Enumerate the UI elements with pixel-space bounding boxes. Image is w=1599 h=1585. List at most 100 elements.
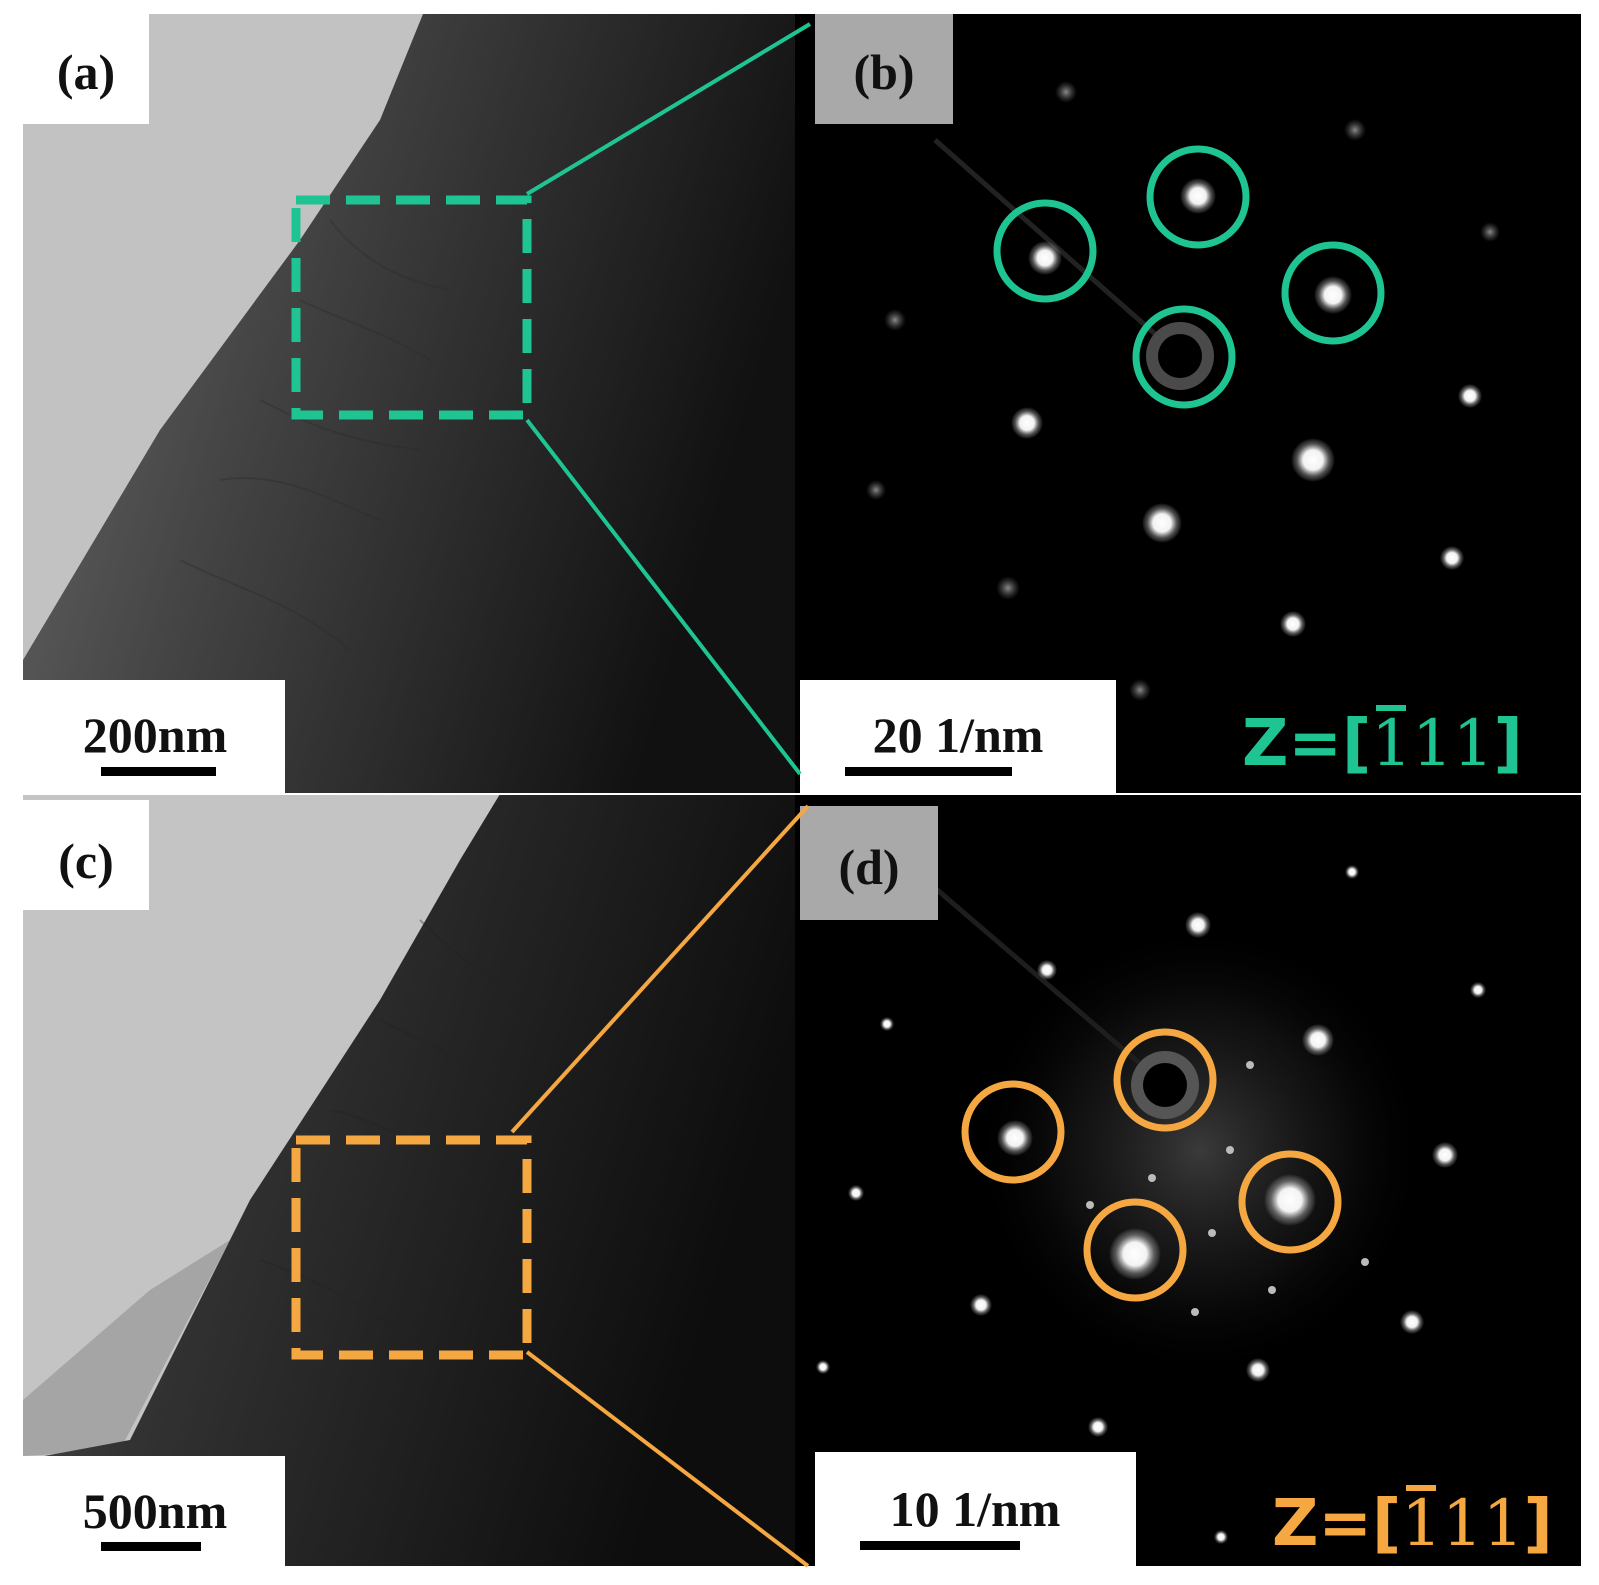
panel-d-diffuse-halo: [970, 920, 1430, 1380]
panel-c-label: (c): [58, 833, 114, 889]
diffraction-spot: [880, 1017, 894, 1031]
diffraction-spot: [1214, 1530, 1228, 1544]
diffraction-spot: [996, 576, 1020, 600]
highlight-circle: [1146, 145, 1250, 249]
zone-axis-suffix: ]: [1523, 1487, 1552, 1561]
panel-c-thin-film: [23, 1240, 230, 1456]
diffraction-spot: [997, 1120, 1033, 1156]
diffraction-spot: [1191, 1308, 1199, 1316]
diffraction-spot: [1246, 1061, 1254, 1069]
panel-b-scale-label: 20 1/nm: [873, 707, 1044, 763]
highlight-circle: [1132, 305, 1236, 409]
panel-d-scale-bar: [860, 1541, 1020, 1550]
diffraction-spot: [1055, 81, 1077, 103]
panel-d-beam-stop: [1143, 1063, 1187, 1107]
diffraction-spot: [1480, 222, 1500, 242]
diffraction-spot: [866, 480, 886, 500]
diffraction-spot: [1314, 276, 1352, 314]
panel-c: (c) 500nm: [23, 794, 795, 1566]
highlight-circle: [961, 1080, 1065, 1184]
diffraction-spot: [1088, 1417, 1108, 1437]
highlight-circle: [1238, 1150, 1342, 1254]
panel-b: (b) 20 1/nm Z=[111]: [795, 14, 1581, 794]
zone-axis-prefix: Z=[: [1272, 1487, 1401, 1561]
panel-c-label-box: [23, 800, 149, 910]
panel-a-label: (a): [57, 44, 115, 100]
diffraction-spot: [1302, 1024, 1334, 1056]
diffraction-spot: [1432, 1142, 1458, 1168]
zone-axis-index-bar: 1: [1401, 1487, 1442, 1561]
panel-c-scale-bar: [101, 1542, 201, 1551]
zone-axis-suffix: ]: [1493, 707, 1522, 781]
diffraction-spot: [1180, 178, 1216, 214]
zone-axis-prefix: Z=[: [1242, 707, 1371, 781]
diffraction-spot: [884, 309, 906, 331]
panel-a-scale-label: 200nm: [83, 707, 227, 763]
diffraction-spot: [1291, 438, 1335, 482]
zone-axis-index-rest: 11: [1412, 707, 1493, 781]
panel-b-label: (b): [853, 44, 914, 100]
diffraction-spot: [1344, 119, 1366, 141]
highlight-circle: [1281, 241, 1385, 345]
panel-d-label-box: [800, 806, 938, 920]
connector-line: [525, 1350, 810, 1568]
panel-c-selection-box: [291, 1135, 532, 1360]
diffraction-spot: [1148, 1174, 1156, 1182]
diffraction-spot: [1226, 1146, 1234, 1154]
diffraction-spot: [1280, 611, 1306, 637]
panel-d-label: (d): [838, 839, 899, 895]
diffraction-spot: [1361, 1258, 1369, 1266]
diffraction-spot: [970, 1294, 992, 1316]
highlight-circle: [993, 199, 1097, 303]
diffraction-spot: [1264, 1174, 1316, 1226]
diffraction-spot: [1086, 1201, 1094, 1209]
diffraction-spot: [1037, 960, 1057, 980]
connector-line: [525, 418, 802, 776]
highlight-circle: [1083, 1198, 1187, 1302]
panel-b-diffraction-spots: [866, 81, 1500, 701]
diffraction-spot: [1400, 1310, 1424, 1334]
connector-line: [510, 804, 810, 1134]
panel-a: (a) 200nm: [23, 14, 795, 794]
diffraction-spot: [848, 1185, 864, 1201]
panel-b-label-box: [815, 14, 953, 124]
diffraction-spot: [1028, 241, 1062, 275]
highlight-circle: [1113, 1028, 1217, 1132]
panel-b-zone-axis: Z=[111]: [1242, 707, 1523, 781]
diffraction-spot: [1208, 1229, 1216, 1237]
panel-c-scale-label: 500nm: [83, 1483, 227, 1539]
diffraction-spot: [1246, 1358, 1270, 1382]
diffraction-spot: [1268, 1286, 1276, 1294]
zone-axis-index-rest: 11: [1442, 1487, 1523, 1561]
panel-a-scale-bar: [101, 767, 216, 776]
panel-b-overbar: [1376, 705, 1406, 711]
panel-d-scale-label: 10 1/nm: [890, 1481, 1061, 1537]
panel-b-scale-bar: [845, 767, 1012, 776]
zone-axis-index-bar: 1: [1371, 707, 1412, 781]
panel-a-specimen: [23, 14, 795, 794]
zoom-connectors-bottom: [510, 804, 810, 1568]
diffraction-spot: [1011, 407, 1043, 439]
panel-c-specimen: [23, 794, 795, 1566]
panel-b-beam-stop: [1158, 334, 1202, 378]
diffraction-spot: [816, 1360, 830, 1374]
diffraction-spot: [1470, 982, 1486, 998]
diffraction-spot: [1142, 503, 1182, 543]
panel-d-overbar: [1406, 1485, 1436, 1491]
diffraction-spot: [1345, 865, 1359, 879]
panel-a-label-box: [23, 14, 149, 124]
diffraction-spot: [1129, 679, 1151, 701]
panel-a-texture: [179, 219, 451, 651]
zoom-connectors-top: [525, 22, 812, 776]
panel-d-diffraction-spots: [816, 865, 1486, 1544]
diffraction-spot: [1458, 384, 1482, 408]
panel-d-zone-axis: Z=[111]: [1272, 1487, 1553, 1561]
diffraction-spot: [1185, 912, 1211, 938]
panel-b-highlight-circles: [993, 145, 1385, 409]
panel-a-selection-box: [291, 195, 532, 420]
panel-d: (d) 10 1/nm Z=[111]: [795, 794, 1581, 1566]
diffraction-spot: [1109, 1228, 1161, 1280]
diffraction-spot: [1440, 546, 1464, 570]
connector-line: [525, 22, 812, 196]
